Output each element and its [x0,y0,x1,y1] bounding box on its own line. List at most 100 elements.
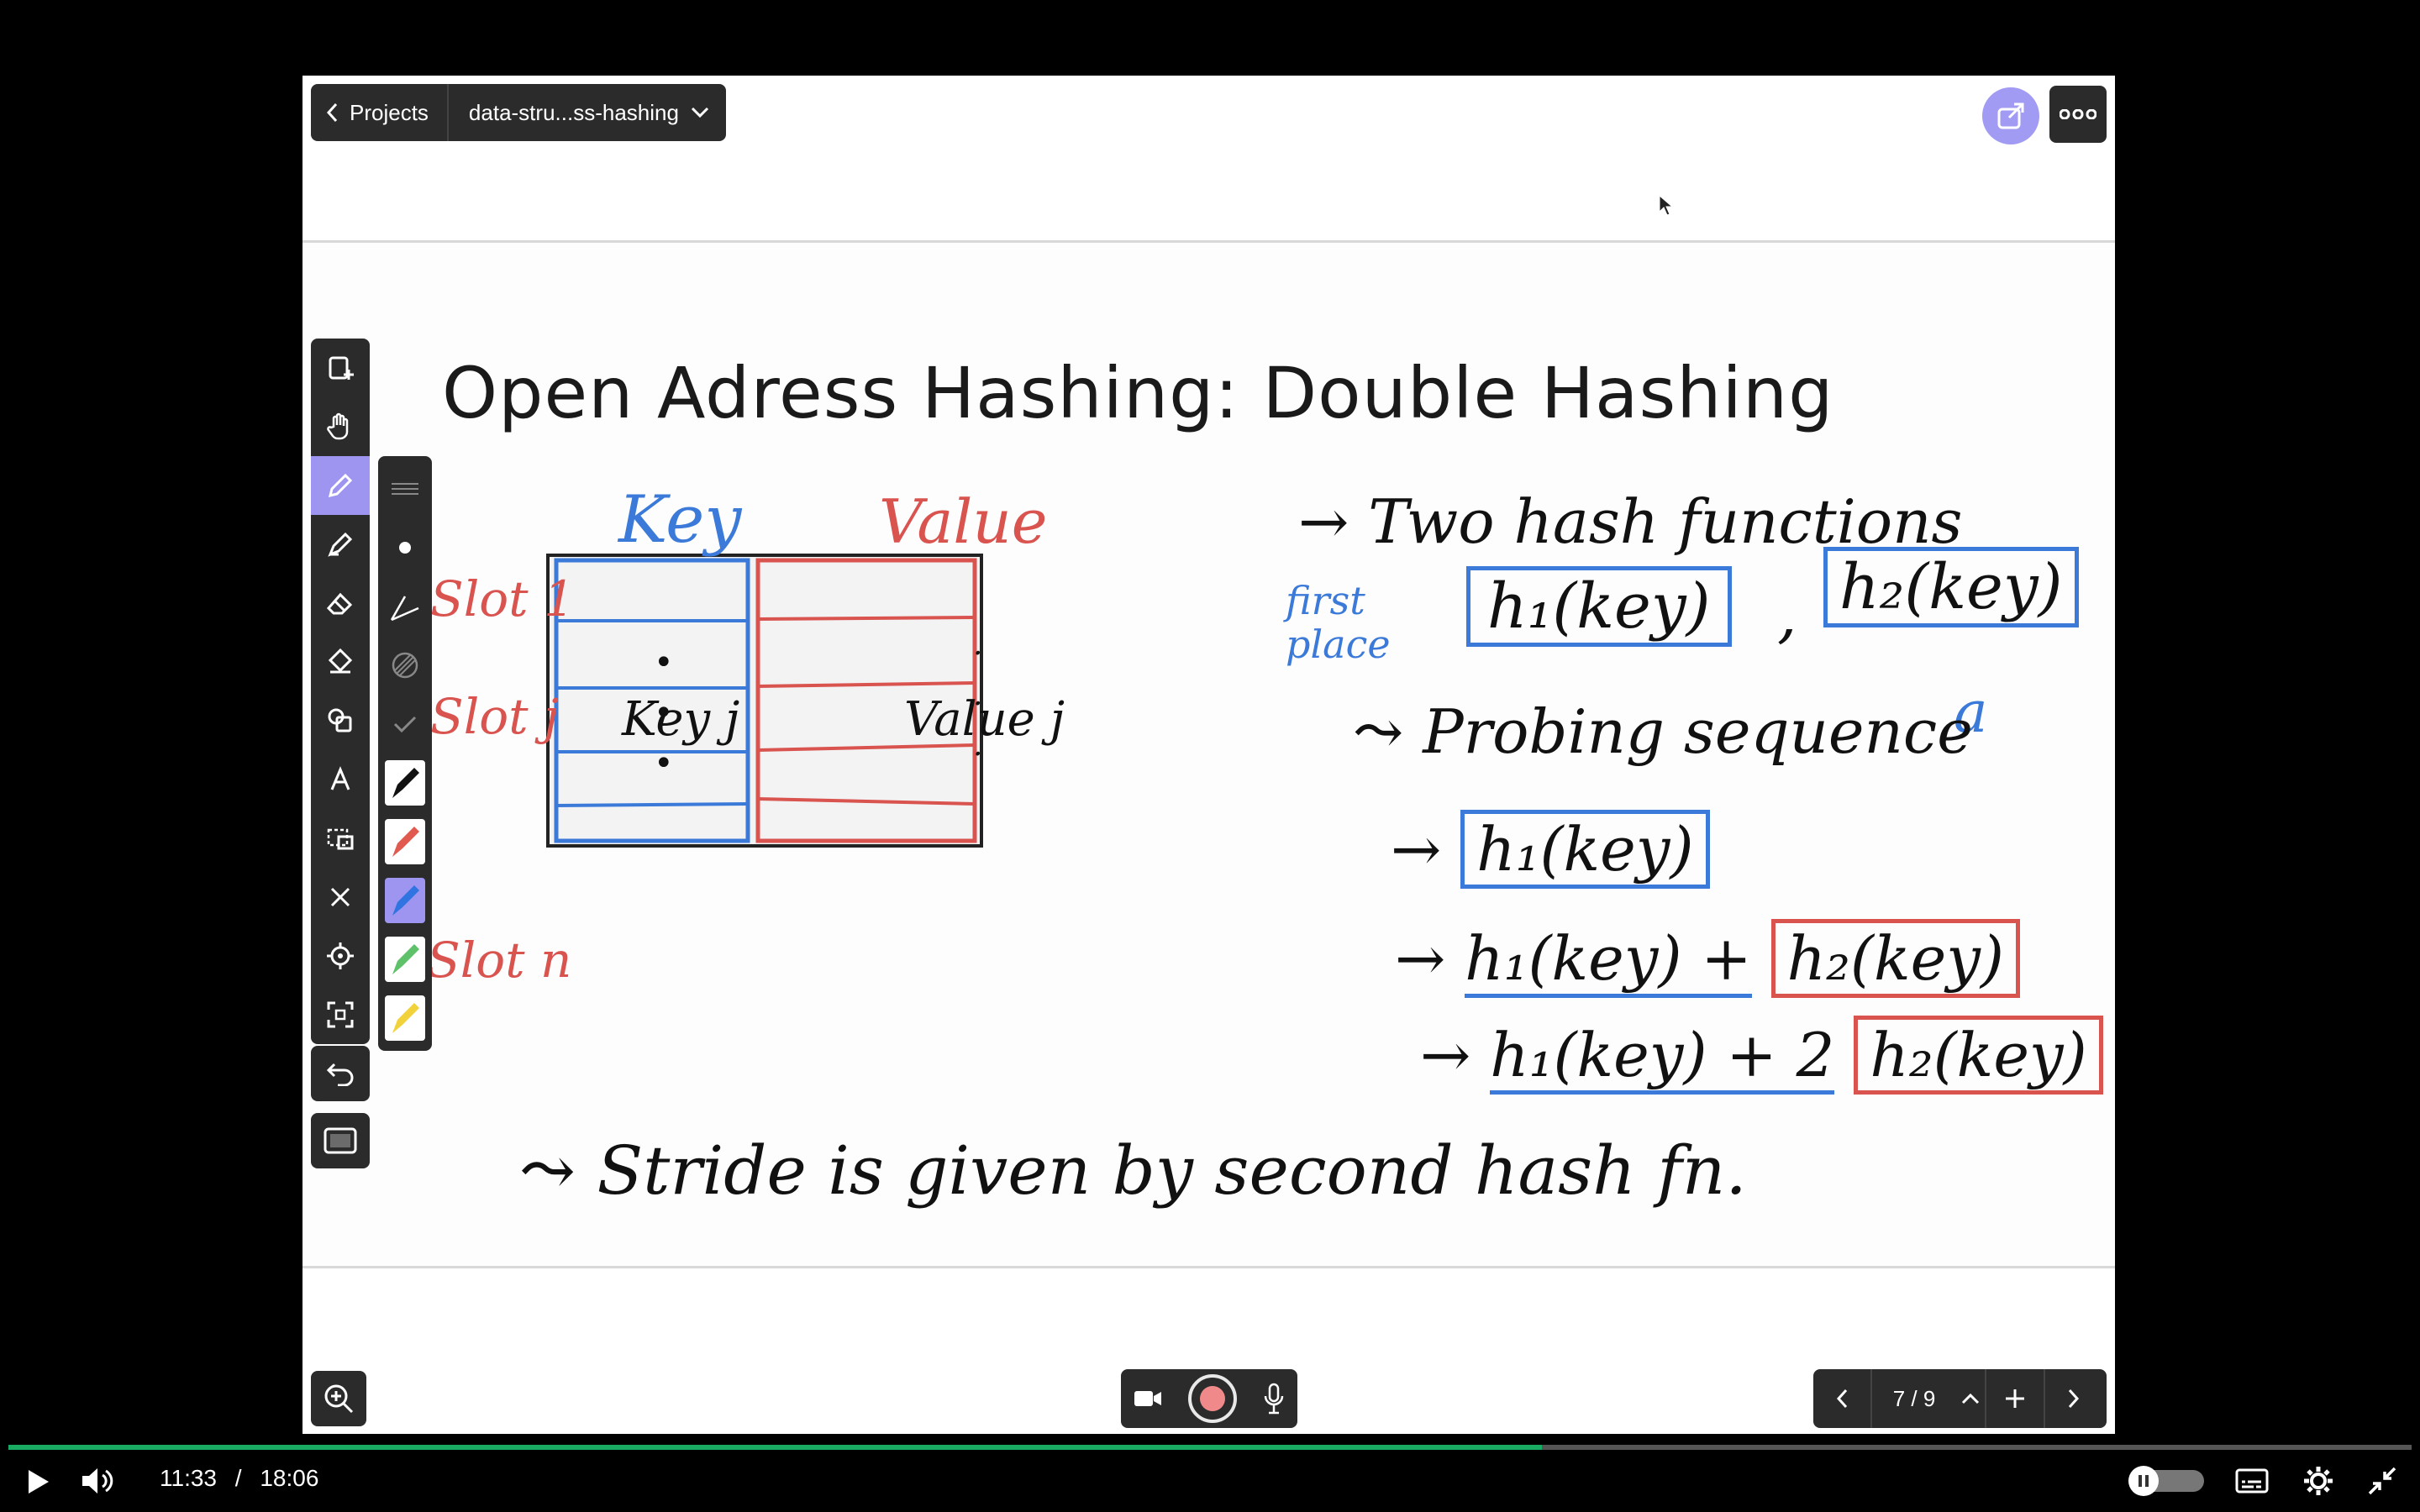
prev-page-button[interactable] [1813,1369,1872,1428]
eraser-icon [325,588,355,618]
hash-table-drawing [546,554,983,848]
clear-tool[interactable] [311,868,370,927]
red-pen-icon [384,818,426,865]
hand-tool[interactable] [311,397,370,456]
yellow-pen-icon [384,995,426,1042]
lasso-select-icon [325,823,355,853]
frame-fit-icon [325,1000,355,1030]
volume-button[interactable] [81,1467,116,1495]
stroke-width-option[interactable] [378,459,432,518]
autoplay-toggle[interactable] [2128,1466,2204,1496]
note-probe-2: → h₁(key) + h₂(key) [1395,919,2020,998]
pause-knob-icon [2128,1466,2159,1496]
project-nav: Projects data-stru...ss-hashing [311,84,726,141]
value-column-header: Value [879,486,1048,557]
undo-button[interactable] [311,1046,370,1101]
page-indicator[interactable]: 7 / 9 [1872,1369,1956,1428]
fit-tool[interactable] [311,985,370,1044]
add-page-button[interactable] [1985,1369,2044,1428]
pen-icon [325,470,355,501]
duration: 18:06 [260,1465,319,1491]
color-red[interactable] [378,812,432,871]
color-black[interactable] [378,753,432,812]
dot-size-option[interactable] [378,518,432,577]
note-probe-3: → h₁(key) + 2 h₂(key) [1420,1016,2103,1095]
table-dots-key: ••• [654,643,674,783]
record-button[interactable] [1187,1374,1237,1423]
color-yellow[interactable] [378,989,432,1047]
chevron-up-icon [1961,1393,1980,1404]
slot-n-label: Slot n [427,932,572,989]
progress-bar[interactable] [8,1445,2412,1450]
record-icon [1199,1386,1225,1411]
green-pen-icon [384,936,426,983]
page-list-toggle[interactable] [1956,1369,1985,1428]
line-style-option[interactable] [378,577,432,636]
next-page-button[interactable] [2044,1369,2102,1428]
table-dots-value: ··· [973,637,983,772]
opacity-option[interactable] [378,636,432,695]
chevron-left-icon [326,102,338,123]
settings-button[interactable] [2302,1465,2334,1497]
marker-tool[interactable] [311,515,370,574]
plus-icon [2004,1388,2026,1410]
add-page-tool[interactable] [311,339,370,397]
project-name: data-stru...ss-hashing [468,99,679,125]
more-dots-icon [2060,109,2096,119]
project-selector[interactable]: data-stru...ss-hashing [449,84,726,141]
share-button[interactable] [1982,87,2039,144]
gear-icon [2302,1465,2334,1497]
back-to-projects-button[interactable]: Projects [311,84,449,141]
more-options-button[interactable] [2049,86,2107,143]
select-tool[interactable] [311,809,370,868]
color-blue[interactable] [378,871,432,930]
shapes-tool[interactable] [311,691,370,750]
pen-palette [378,456,432,1051]
whiteboard-frame: Projects data-stru...ss-hashing Open Adr… [302,76,2115,1434]
presentation-view-button[interactable] [311,1113,370,1168]
page-number: 7 / 9 [1892,1385,1936,1411]
check-icon [392,714,418,734]
color-green[interactable] [378,930,432,989]
play-icon [25,1468,50,1495]
note-comma: , [1777,579,1797,651]
chevron-right-icon [2068,1389,2080,1409]
slide-canvas[interactable]: Open Adress Hashing: Double Hashing ••• … [302,240,2115,1268]
crosshair-icon [325,941,355,971]
slot-1-label: Slot 1 [430,570,575,627]
chevron-down-icon [691,107,709,118]
dot-icon [397,539,413,556]
exit-fullscreen-button[interactable] [2368,1467,2396,1495]
drawing-toolbar [311,339,370,1044]
slide-title: Open Adress Hashing: Double Hashing [442,352,1834,434]
note-stride: ⤳ Stride is given by second hash fn. [519,1131,1747,1210]
microphone-icon [1263,1383,1285,1415]
progress-fill [8,1445,1542,1450]
zoom-button[interactable] [311,1371,366,1426]
text-tool[interactable] [311,750,370,809]
mouse-cursor-icon [1659,195,1674,217]
zoom-in-icon [323,1383,355,1415]
microphone-button[interactable] [1263,1383,1285,1415]
page-navigator: 7 / 9 [1813,1369,2107,1428]
captions-button[interactable] [2235,1468,2269,1494]
video-camera-icon [1134,1389,1162,1408]
pen-tool[interactable] [311,456,370,515]
lines-icon [390,480,420,497]
time-display: 11:33 / 18:06 [160,1465,318,1492]
camera-button[interactable] [1134,1389,1162,1408]
undo-icon [326,1061,355,1086]
eraser-tool[interactable] [311,574,370,633]
laser-tool[interactable] [311,927,370,985]
note-h2-box: h₂(key) [1823,547,2079,627]
value-j-cell: Value j [904,692,1065,747]
opacity-icon [390,650,420,680]
fill-tool[interactable] [311,633,370,691]
paint-bucket-icon [325,647,355,677]
key-j-cell: Key j [622,692,740,747]
add-page-icon [325,353,355,383]
black-pen-icon [384,759,426,806]
play-button[interactable] [25,1468,50,1495]
note-probing-sequence: ⤳ Probing sequence [1353,696,1973,767]
confirm-option[interactable] [378,695,432,753]
